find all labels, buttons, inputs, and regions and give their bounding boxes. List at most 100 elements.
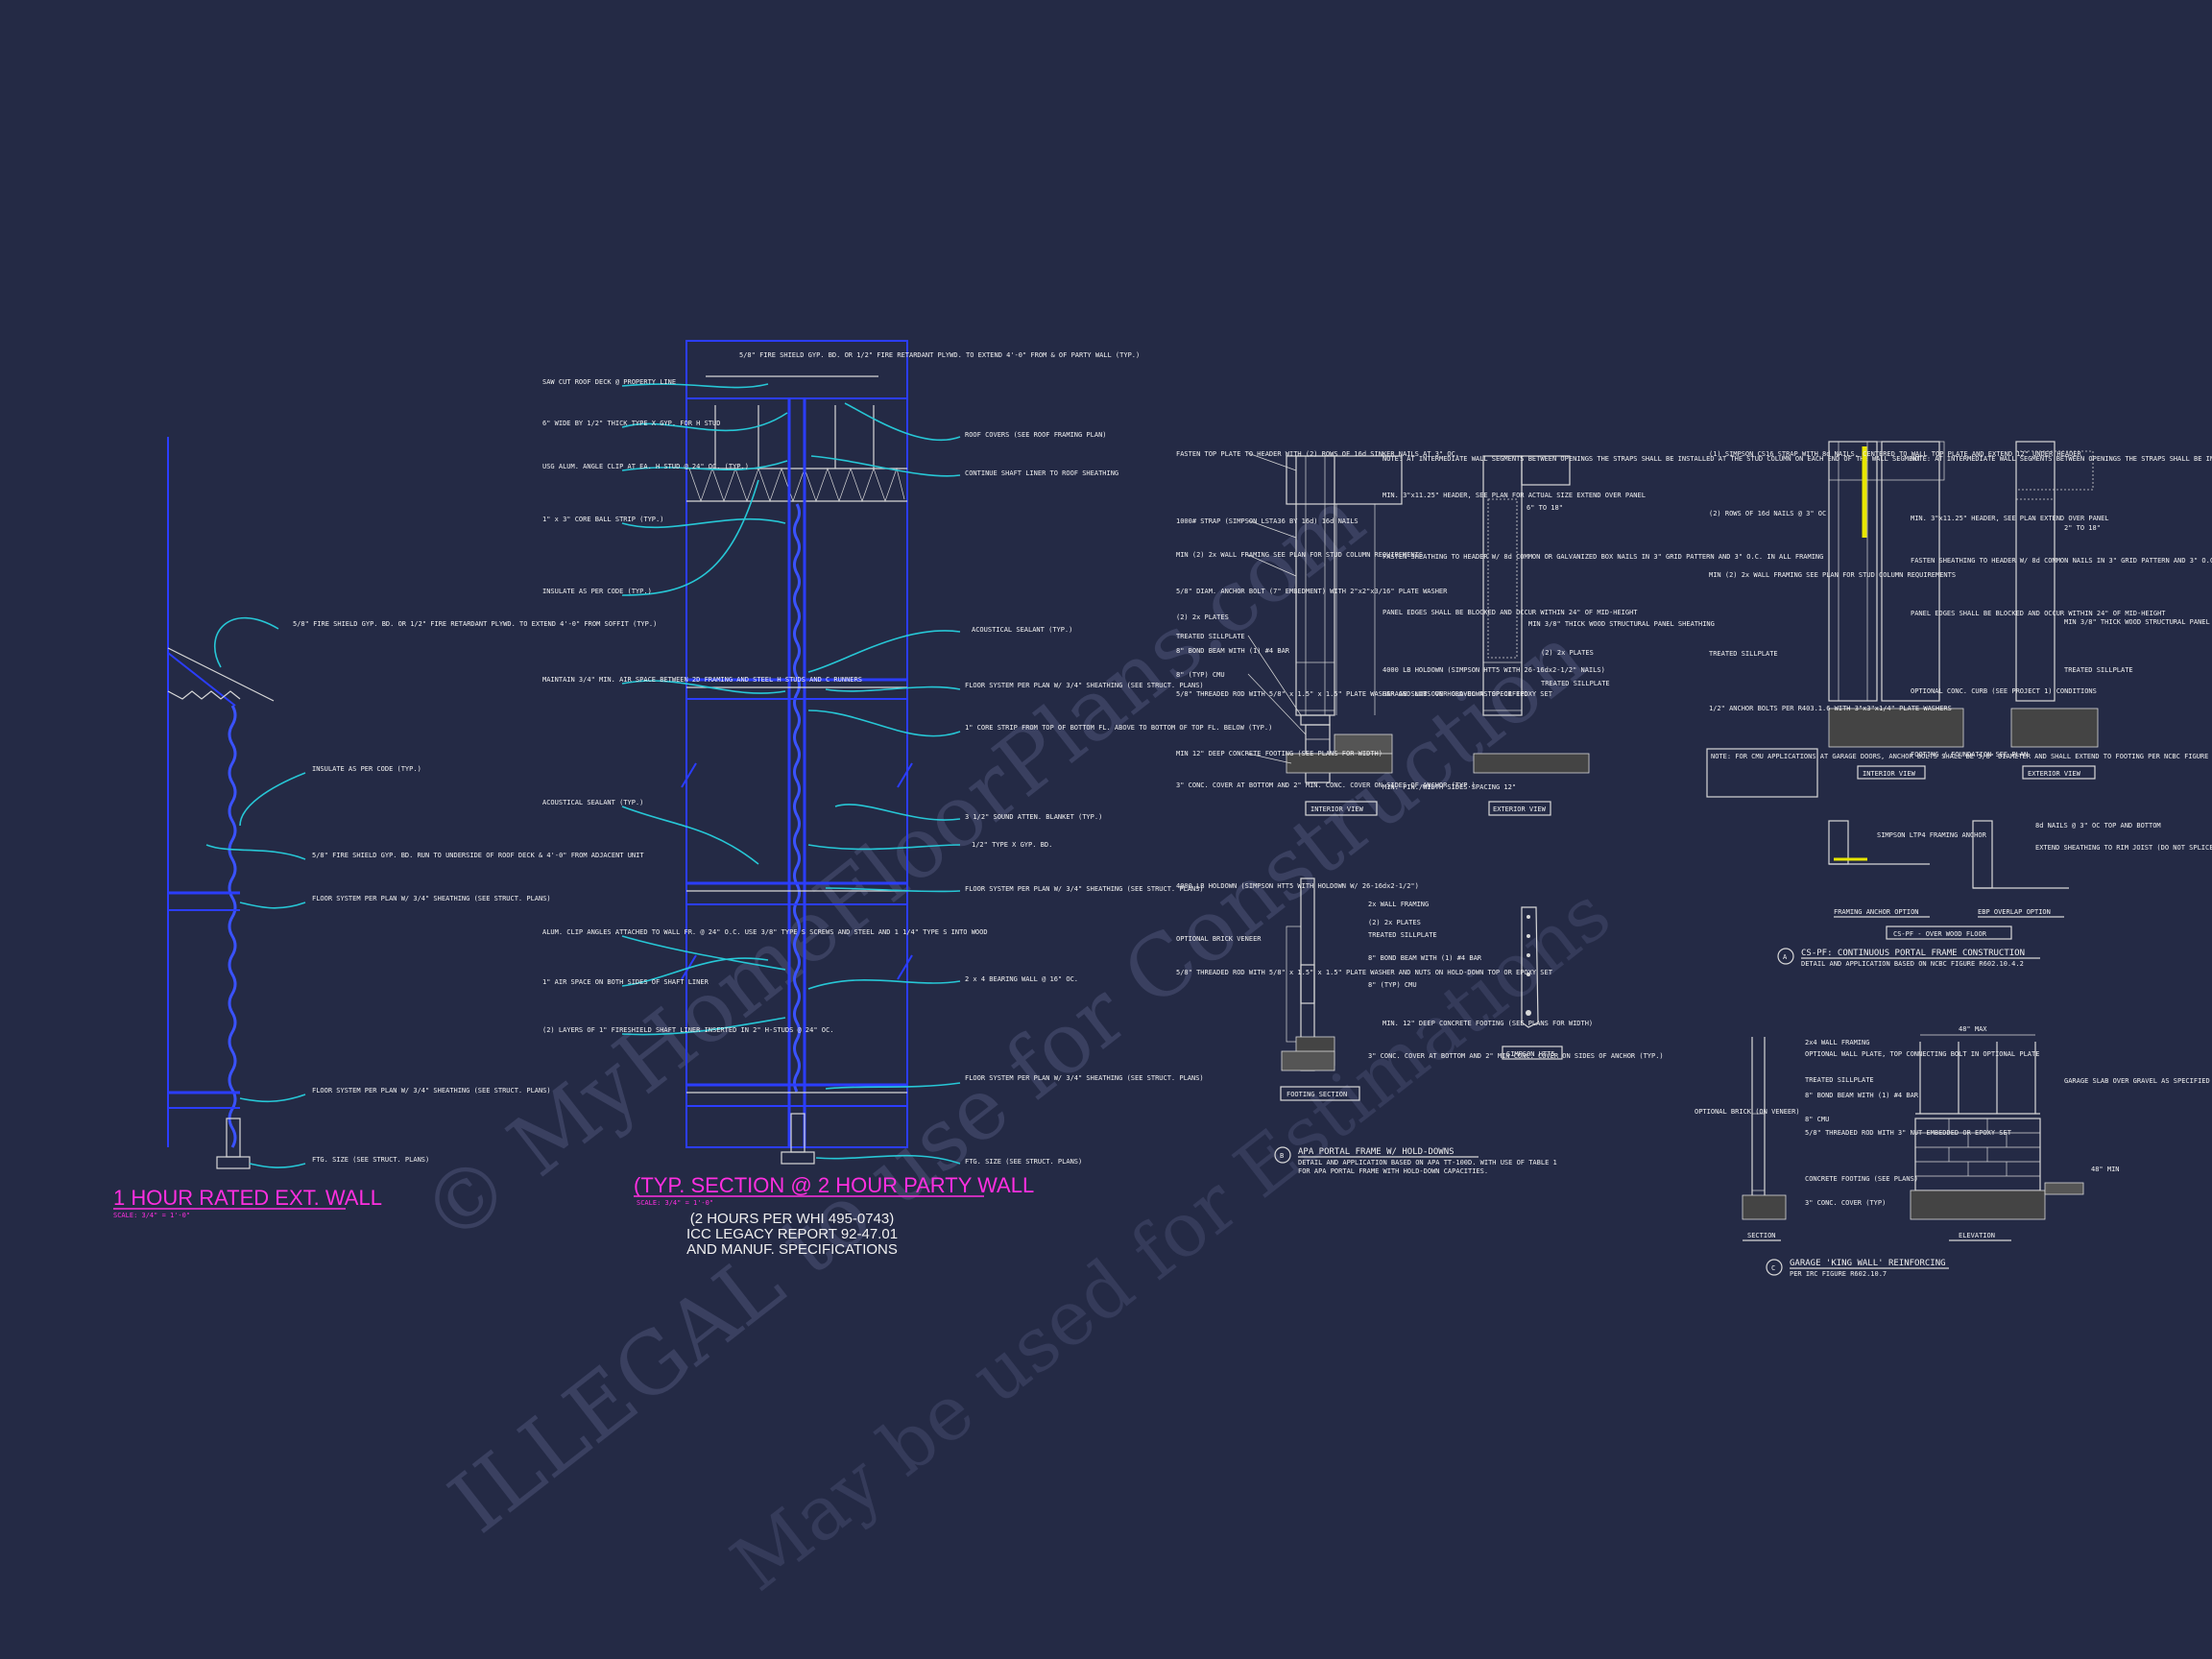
ext-wall-section: 5/8" FIRE SHIELD GYP. BD. OR 1/2" FIRE R… [113, 437, 657, 1219]
party-wall-left-label: (2) LAYERS OF 1" FIRESHIELD SHAFT LINER … [542, 1026, 833, 1034]
garage-label: 2x4 WALL FRAMING [1805, 1039, 1869, 1046]
portal-left-label: FASTEN TOP PLATE TO HEADER WITH (2) ROWS… [1176, 450, 1459, 458]
cspf-detail: INTERIOR VIEW EXTERIOR VIEW 2" TO 18" (1… [1706, 441, 2212, 968]
party-wall-section: 5/8" FIRE SHIELD GYP. BD. OR 1/2" FIRE R… [542, 340, 1272, 1258]
garage-right-label: GARAGE SLAB OVER GRAVEL AS SPECIFIED [2064, 1077, 2210, 1085]
cspf-left-label: MIN (2) 2x WALL FRAMING SEE PLAN FOR STU… [1709, 571, 1956, 579]
simpson-label: SIMPSON HTT5 [1506, 1050, 1555, 1058]
ext-wall-label: INSULATE AS PER CODE (TYP.) [312, 765, 421, 773]
portal-mid-label: GARAGE SLAB OVER GRAVEL AS SPECIFIED [1382, 690, 1528, 698]
portal-left-label: 5/8" DIAM. ANCHOR BOLT (7" EMBEDMENT) WI… [1176, 588, 1448, 595]
cspf-right-label: TREATED SILLPLATE [2064, 666, 2133, 674]
garage-right-label: 48" MIN [2091, 1166, 2120, 1173]
footing-label: 3" CONC. COVER AT BOTTOM AND 2" MIN CONC… [1368, 1052, 1664, 1060]
portal-mid-label: PANEL EDGES SHALL BE BLOCKED AND OCCUR W… [1382, 609, 1638, 616]
cspf-left-label: (1) SIMPSON CS16 STRAP WITH 8d NAILS, CE… [1709, 450, 2082, 458]
portal-mid-label: MIN. 3"x11.25" HEADER, SEE PLAN FOR ACTU… [1382, 492, 1646, 499]
footing-label: (2) 2x PLATES [1368, 919, 1421, 926]
cspf-right-label: MIN 3/8" THICK WOOD STRUCTURAL PANEL SHE… [2064, 618, 2212, 626]
party-wall-right-label: 2 x 4 BEARING WALL @ 16" OC. [965, 975, 1078, 983]
party-wall-note-1: (2 HOURS PER WHI 495-0743) [690, 1211, 895, 1227]
party-wall-left-label: INSULATE AS PER CODE (TYP.) [542, 588, 652, 595]
portal-caption-2: FOR APA PORTAL FRAME WITH HOLD-DOWN CAPA… [1298, 1167, 1488, 1175]
footing-section-label: FOOTING SECTION [1286, 1091, 1347, 1098]
party-wall-right-label: FLOOR SYSTEM PER PLAN W/ 3/4" SHEATHING … [965, 1074, 1204, 1082]
cspf-caption: DETAIL AND APPLICATION BASED ON NCBC FIG… [1801, 960, 2024, 968]
party-wall-right-label: CONTINUE SHAFT LINER TO ROOF SHEATHING [965, 469, 1118, 477]
portal-left-label: MIN (2) 2x WALL FRAMING SEE PLAN FOR STU… [1176, 551, 1423, 559]
party-wall-right-label: FTG. SIZE (SEE STRUCT. PLANS) [965, 1158, 1082, 1166]
portal-mid-label: 4000 LB HOLDOWN (SIMPSON HTT5 WITH 26-16… [1382, 666, 1605, 674]
footing-label: 4000 LB HOLDOWN (SIMPSON HTT5 WITH HOLDO… [1176, 882, 1419, 890]
cspf-left-label: TREATED SILLPLATE [1709, 650, 1778, 658]
ext-wall-label: FLOOR SYSTEM PER PLAN W/ 3/4" SHEATHING … [312, 1087, 551, 1094]
simpson-htt5-graphic [1521, 906, 1539, 1028]
portal-frame-detail: INTERIOR VIEW EXTERIOR VIEW 6" TO 18" FA… [1176, 450, 1921, 1175]
party-wall-left-label: 1" x 3" CORE BALL STRIP (TYP.) [542, 516, 663, 523]
garage-label: 3" CONC. COVER (TYP) [1805, 1199, 1886, 1207]
ext-wall-label: 5/8" FIRE SHIELD GYP. BD. RUN TO UNDERSI… [312, 852, 644, 859]
portal-left-label: MIN 12" DEEP CONCRETE FOOTING (SEE PLANS… [1176, 750, 1382, 757]
option-label: EXTEND SHEATHING TO RIM JOIST (DO NOT SP… [2035, 844, 2212, 852]
ext-wall-label: FTG. SIZE (SEE STRUCT. PLANS) [312, 1156, 429, 1164]
party-wall-left-label: ACOUSTICAL SEALANT (TYP.) [542, 799, 643, 806]
footing-label: MIN. 12" DEEP CONCRETE FOOTING (SEE PLAN… [1382, 1020, 1593, 1027]
portal-mid-label: NOTE: AT INTERMEDIATE WALL SEGMENTS BETW… [1382, 455, 1921, 463]
party-wall-right-label: 3 1/2" SOUND ATTEN. BLANKET (TYP.) [965, 813, 1102, 821]
cspf-right-label: MIN. 3"x11.25" HEADER, SEE PLAN EXTEND O… [1911, 515, 2109, 522]
party-wall-left-label: 6" WIDE BY 1/2" THICK TYPE X GYP. FOR H … [542, 420, 720, 427]
watermark: © MyHomeFloorPlans.com ILLEGAL to use fo… [403, 469, 1627, 1608]
portal-mid-label: MIN 3/8" THICK WOOD STRUCTURAL PANEL SHE… [1528, 620, 1715, 628]
party-wall-right-label: FLOOR SYSTEM PER PLAN W/ 3/4" SHEATHING … [965, 682, 1204, 689]
cspf-interior-view: INTERIOR VIEW [1863, 770, 1916, 778]
portal-title: APA PORTAL FRAME W/ HOLD-DOWNS [1298, 1147, 1455, 1157]
ext-wall-scale: SCALE: 3/4" = 1'-0" [113, 1212, 190, 1219]
detail-marker-c: C [1771, 1264, 1775, 1272]
framing-anchor-option: FRAMING ANCHOR OPTION [1834, 908, 1919, 916]
portal-caption-1: DETAIL AND APPLICATION BASED ON APA TT-1… [1298, 1159, 1557, 1166]
party-wall-scale: SCALE: 3/4" = 1'-0" [637, 1199, 713, 1207]
ebp-overlap-option: EBP OVERLAP OPTION [1978, 908, 2051, 916]
portal-mid-label: (2) 2x PLATES [1541, 649, 1594, 657]
party-wall-note-2: ICC LEGACY REPORT 92-47.01 [686, 1226, 898, 1242]
garage-label: 8" BOND BEAM WITH (1) #4 BAR [1805, 1092, 1919, 1099]
cspf-right-label: NOTE: AT INTERMEDIATE WALL SEGMENTS BETW… [1911, 455, 2212, 463]
cspf-right-label: PANEL EDGES SHALL BE BLOCKED AND OCCUR W… [1911, 610, 2166, 617]
footing-label: 2x WALL FRAMING [1368, 901, 1429, 908]
footing-label: OPTIONAL BRICK VENEER [1176, 935, 1262, 943]
portal-left-label: 5/8" THREADED ROD WITH 5/8" x 1.5" x 1.5… [1176, 690, 1553, 698]
garage-label: 5/8" THREADED ROD WITH 3" NUT EMBEDDED O… [1805, 1129, 2012, 1137]
portal-left-label: 8" BOND BEAM WITH (1) #4 BAR [1176, 647, 1290, 655]
portal-left-label: (2) 2x PLATES [1176, 613, 1229, 621]
cspf-left-label: NOTE: FOR CMU APPLICATIONS AT GARAGE DOO… [1711, 753, 2212, 760]
dim-2-to-18: 2" TO 18" [2064, 524, 2101, 532]
garage-label: 8" CMU [1805, 1116, 1829, 1123]
cspf-exterior-view: EXTERIOR VIEW [2028, 770, 2081, 778]
portal-left-label: TREATED SILLPLATE [1176, 633, 1245, 640]
option-label: 8d NAILS @ 3" OC TOP AND BOTTOM [2035, 822, 2161, 830]
garage-elevation-label: ELEVATION [1959, 1232, 1995, 1239]
party-wall-title: (TYP. SECTION @ 2 HOUR PARTY WALL [634, 1173, 1034, 1197]
portal-mid-label: TREATED SILLPLATE [1541, 680, 1610, 687]
garage-label: CONCRETE FOOTING (SEE PLANS) [1805, 1175, 1918, 1183]
party-wall-left-label: ALUM. CLIP ANGLES ATTACHED TO WALL FR. @… [542, 928, 988, 936]
party-wall-left-label: SAW CUT ROOF DECK @ PROPERTY LINE [542, 378, 676, 386]
garage-label: TREATED SILLPLATE [1805, 1076, 1874, 1084]
garage-label: OPTIONAL BRICK (ON VENEER) [1695, 1108, 1800, 1116]
ext-wall-label: FLOOR SYSTEM PER PLAN W/ 3/4" SHEATHING … [312, 895, 551, 902]
garage-title: GARAGE 'KING WALL' REINFORCING [1790, 1259, 1946, 1268]
footing-label: 8" (TYP) CMU [1368, 981, 1417, 989]
garage-label: OPTIONAL WALL PLATE, TOP CONNECTING BOLT… [1805, 1050, 2039, 1058]
portal-left-label: 3" CONC. COVER AT BOTTOM AND 2" MIN. CON… [1176, 781, 1476, 789]
exterior-view-label: EXTERIOR VIEW [1493, 805, 1547, 813]
cspf-right-label: FASTEN SHEATHING TO HEADER W/ 8d COMMON … [1911, 557, 2212, 565]
cspf-title: CS-PF: CONTINUOUS PORTAL FRAME CONSTRUCT… [1801, 949, 2025, 958]
party-wall-left-label: 1" AIR SPACE ON BOTH SIDES OF SHAFT LINE… [542, 978, 709, 986]
cspf-left-label: (2) ROWS OF 16d NAILS @ 3" OC [1709, 510, 1826, 517]
interior-view-label: INTERIOR VIEW [1310, 805, 1364, 813]
party-wall-note-3: AND MANUF. SPECIFICATIONS [686, 1241, 898, 1258]
party-wall-right-label: FLOOR SYSTEM PER PLAN W/ 3/4" SHEATHING … [965, 885, 1204, 893]
ext-wall-label: 5/8" FIRE SHIELD GYP. BD. OR 1/2" FIRE R… [293, 620, 657, 628]
footing-label: TREATED SILLPLATE [1368, 931, 1437, 939]
detail-marker-a: A [1783, 953, 1788, 961]
